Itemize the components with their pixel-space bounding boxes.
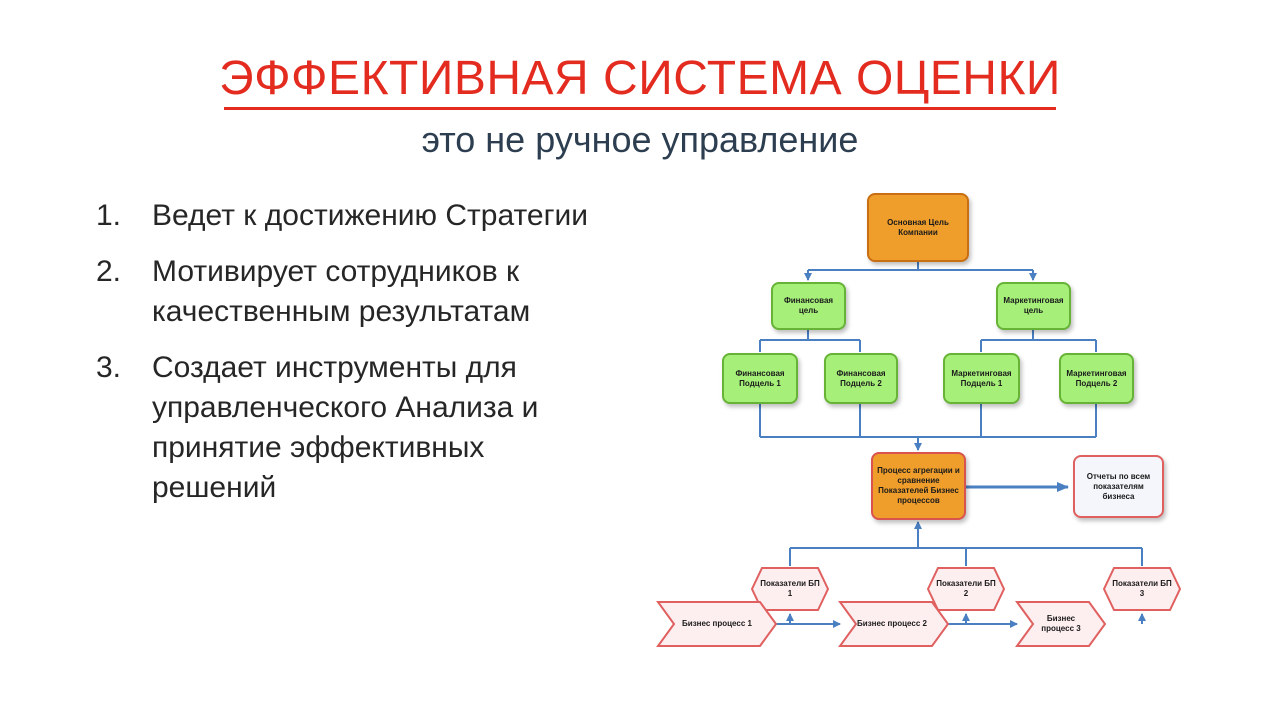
business-process-label-2: Бизнес процесс 2 <box>857 619 927 628</box>
indicator-shape-1 <box>750 567 830 611</box>
list-item-text: Создает инструменты для управленческого … <box>152 351 539 504</box>
indicator-label-2: Показатели БП 2 <box>936 579 996 598</box>
indicator-shape-3 <box>1102 567 1182 611</box>
marketing-subgoal-1-node: Маркетинговая Подцель 1 <box>943 353 1020 404</box>
business-process-label-3: Бизнес процесс 3 <box>1041 614 1081 633</box>
main-goal-node: Основная Цель Компании <box>867 193 969 262</box>
marketing-goal-node: Маркетинговая цель <box>996 282 1071 330</box>
page-title: ЭФФЕКТИВНАЯ СИСТЕМА ОЦЕНКИ <box>219 52 1061 105</box>
list-item-text: Ведет к достижению Стратегии <box>152 199 589 232</box>
page-subtitle: это не ручное управление <box>421 119 859 160</box>
financial-subgoal-1-node: Финансовая Подцель 1 <box>722 353 798 404</box>
title-underline <box>224 107 1056 110</box>
list-item: 1. Ведет к достижению Стратегии <box>96 196 616 236</box>
list-item-number: 3. <box>96 351 122 384</box>
business-process-label-1: Бизнес процесс 1 <box>682 619 752 628</box>
financial-goal-node: Финансовая цель <box>771 282 846 330</box>
list-item-number: 2. <box>96 255 122 288</box>
list-item: 2. Мотивирует сотрудников к качественным… <box>96 252 616 332</box>
bp-shape-1 <box>656 601 778 647</box>
reports-node: Отчеты по всем показателям бизнеса <box>1073 455 1164 518</box>
benefits-list: 1. Ведет к достижению Стратегии 2. Мотив… <box>96 196 616 524</box>
bp-shape-3 <box>1015 601 1107 647</box>
indicator-label-3: Показатели БП 3 <box>1112 579 1172 598</box>
indicator-label-1: Показатели БП 1 <box>760 579 820 598</box>
list-item: 3. Создает инструменты для управленческо… <box>96 348 616 508</box>
list-item-number: 1. <box>96 199 122 232</box>
marketing-subgoal-2-node: Маркетинговая Подцель 2 <box>1059 353 1134 404</box>
list-item-text: Мотивирует сотрудников к качественным ре… <box>152 255 531 328</box>
aggregation-process-node: Процесс агрегации и сравнение Показателе… <box>871 452 966 520</box>
financial-subgoal-2-node: Финансовая Подцель 2 <box>824 353 898 404</box>
bp-shape-2 <box>838 601 950 647</box>
indicator-shape-2 <box>926 567 1006 611</box>
